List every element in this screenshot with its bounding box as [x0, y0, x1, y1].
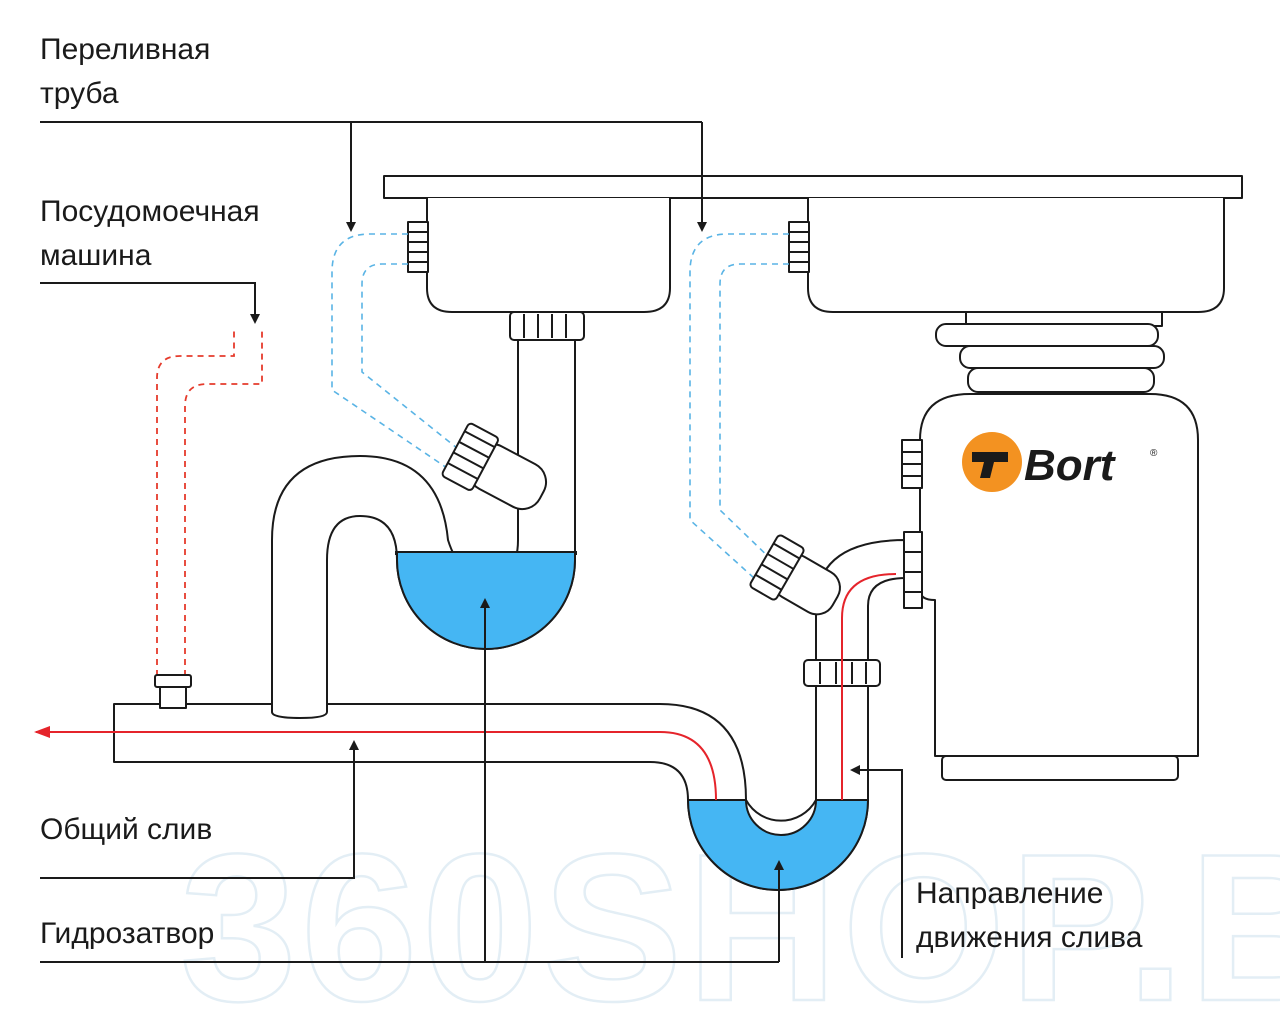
right-water-seal — [686, 799, 870, 891]
left-drain-nut — [509, 311, 585, 341]
label-common-drain: Общий слив — [40, 813, 213, 846]
label-drain-direction-line1: Направление — [916, 877, 1104, 910]
right-overflow-hose — [689, 233, 789, 589]
dishwasher-pointer — [40, 282, 260, 324]
right-sink-bowl — [807, 198, 1225, 313]
left-overflow-fitting — [407, 221, 429, 273]
dishwasher-hose — [156, 330, 235, 676]
label-drain-direction: Направление движения слива — [916, 872, 1142, 960]
label-dishwasher-line1: Посудомоечная — [40, 195, 260, 228]
left-overflow-inlet — [441, 422, 548, 511]
water-seal-pointer — [40, 598, 784, 963]
label-dishwasher: Посудомоечная машина — [40, 190, 260, 278]
right-overflow-inlet — [749, 534, 841, 616]
left-sink-bowl — [426, 198, 671, 313]
label-overflow-pipe: Переливная труба — [40, 28, 210, 116]
drain-flow-line — [36, 573, 897, 801]
label-dishwasher-line2: машина — [40, 239, 152, 272]
countertop — [383, 175, 1243, 199]
bort-logo: Bort ® — [962, 432, 1158, 492]
brand-registered-mark: ® — [1150, 448, 1158, 459]
left-siphon-trap — [271, 339, 576, 719]
label-drain-direction-line2: движения слива — [916, 921, 1143, 954]
brand-name: Bort — [1024, 441, 1117, 490]
right-overflow-fitting — [788, 221, 810, 273]
common-drain-pipe — [113, 703, 747, 801]
label-overflow-pipe-line1: Переливная — [40, 33, 211, 66]
overflow-pointer — [40, 121, 707, 232]
direction-pointer — [850, 765, 903, 958]
label-water-seal: Гидрозатвор — [40, 917, 215, 950]
common-drain-pointer — [40, 740, 359, 879]
left-overflow-hose — [331, 233, 451, 471]
food-waste-disposer — [901, 311, 1199, 781]
drill-icon — [972, 452, 1008, 478]
dishwasher-inlet — [154, 674, 192, 709]
label-overflow-pipe-line2: труба — [40, 77, 119, 110]
